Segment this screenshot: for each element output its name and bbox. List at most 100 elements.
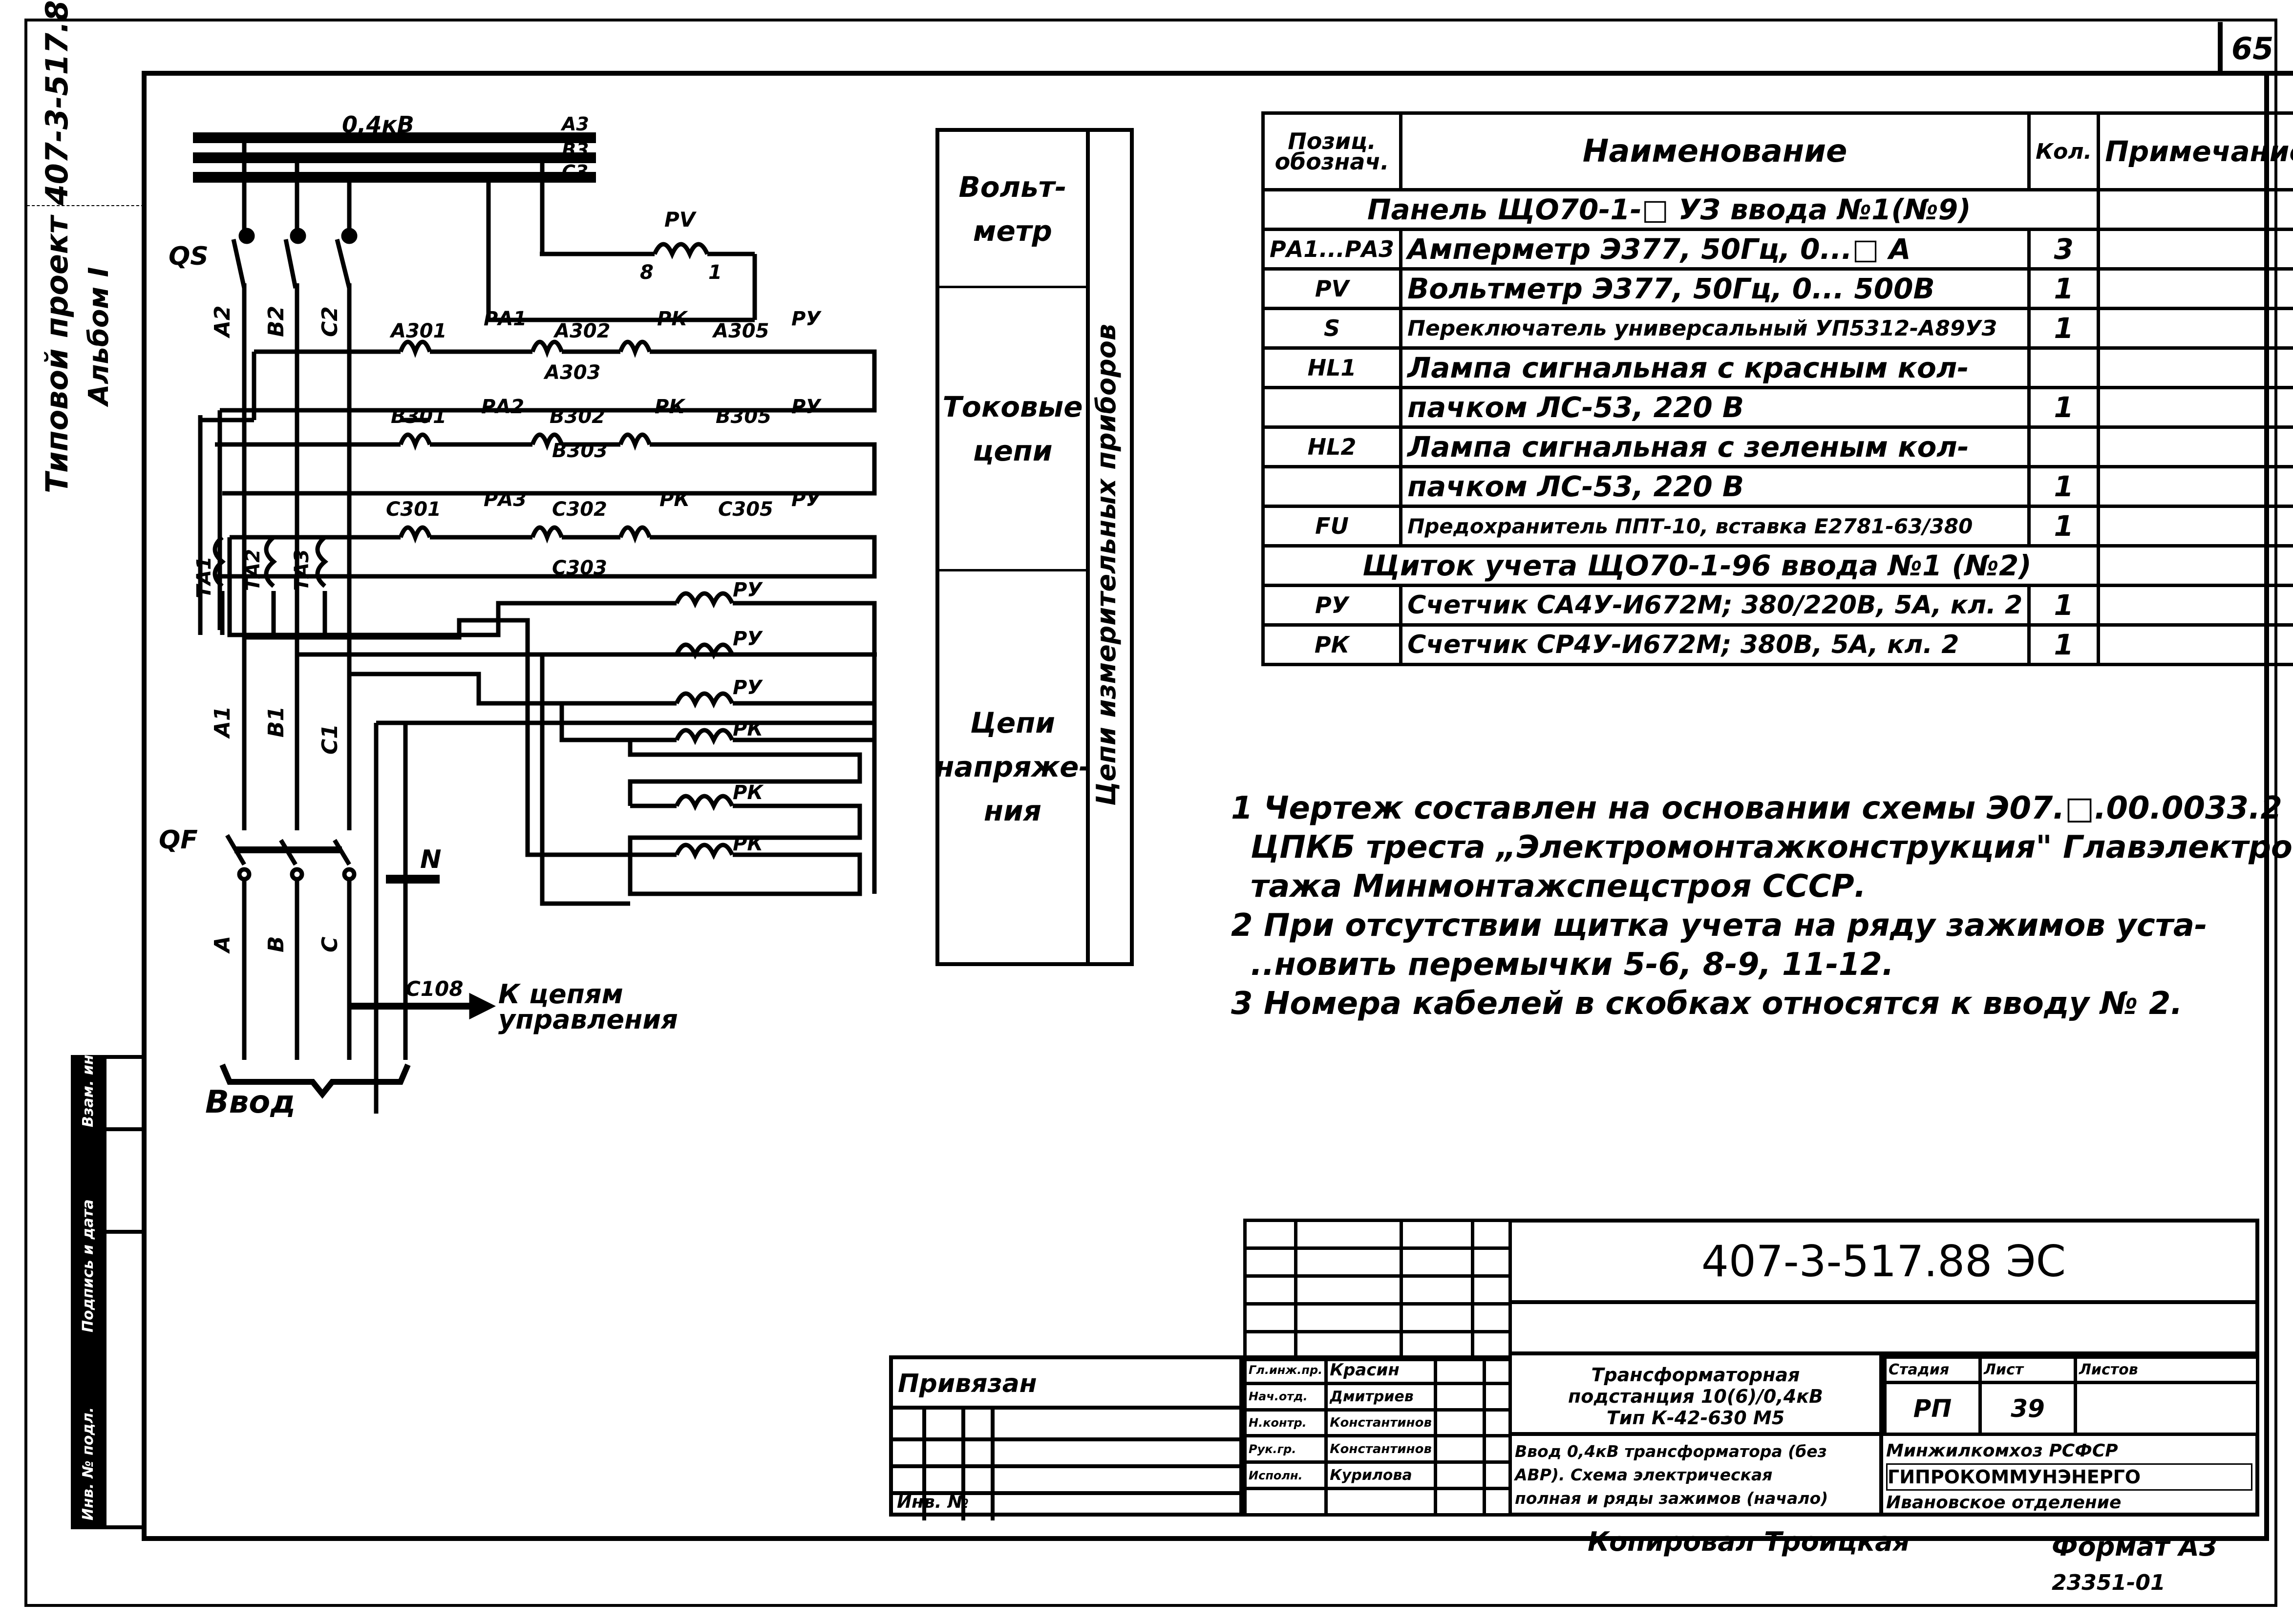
note-line: ЦПКБ треста „Электромонтажконструкция" Г… — [1251, 829, 2293, 865]
pv-pin-1: 8 — [640, 261, 654, 284]
wire-a302: А302 — [554, 320, 611, 342]
spec-row: РА1...РА3 Амперметр Э377, 50Гц, 0...□ А … — [1261, 228, 2293, 271]
note-line: тажа Минмонтажспецстроя СССР. — [1251, 868, 1866, 905]
sheets-header: Листов — [2074, 1355, 2259, 1384]
header-qty: Кол. — [2027, 111, 2101, 191]
wire-b305: В305 — [716, 405, 771, 428]
vcoil-py-3: РУ — [733, 676, 763, 699]
wire-a305: А305 — [713, 320, 769, 342]
stage-table: Стадия Лист Листов РП 39 — [1883, 1355, 2259, 1436]
archive-number: 23351-01 — [2052, 1570, 2166, 1595]
bus-label-b: В3 — [562, 139, 589, 161]
signature-row: Нач.отд.Дмитриев — [1243, 1381, 1512, 1412]
wire-c301: С301 — [386, 498, 441, 521]
spec-row: пачком ЛС-53, 220 В 1 — [1261, 465, 2293, 508]
device-pa3: РА3 — [484, 488, 527, 511]
inv-no-label: Инв. № — [897, 1492, 969, 1512]
wire-c303: С303 — [552, 557, 607, 579]
bus-label-a: А3 — [562, 113, 589, 135]
revision-grid — [1243, 1219, 1512, 1361]
device-py-b: РУ — [791, 396, 821, 418]
page-number: 65 — [2231, 31, 2274, 66]
signature-mark — [1433, 1460, 1486, 1491]
pv-pin-2: 1 — [708, 261, 722, 284]
doc-code-cell: 407-3-517.88 ЭС — [1512, 1219, 2259, 1304]
legend-current: Токовые цепи — [939, 288, 1086, 571]
qs-label: QS — [169, 242, 209, 271]
spec-row: РУ Счетчик СА4У-И672М; 380/220В, 5А, кл.… — [1261, 584, 2293, 627]
signature-row: Рук.гр.Константинов — [1243, 1434, 1512, 1464]
signature-table: Гл.инж.пр.Красин Нач.отд.Дмитриев Н.конт… — [1243, 1355, 1512, 1517]
device-pa1: РА1 — [484, 308, 527, 330]
device-py-c: РУ — [791, 488, 821, 511]
doc-code: 407-3-517.88 ЭС — [1701, 1236, 2066, 1287]
phase-label-a2: А2 — [210, 305, 235, 337]
vcoil-pk-1: РК — [733, 718, 764, 740]
neutral-label: N — [420, 845, 442, 874]
paper-format: Формат А3 — [2052, 1531, 2218, 1562]
wire-b302: В302 — [550, 405, 605, 428]
sheets-total — [2074, 1381, 2259, 1436]
vcoil-py-2: РУ — [733, 628, 763, 650]
spec-table: Позиц. обознач. Наименование Кол. Примеч… — [1261, 111, 2293, 666]
title-block: 407-3-517.88 ЭС Привязан Инв. № Гл.инж.п… — [889, 1219, 2259, 1521]
device-py-a: РУ — [791, 308, 821, 330]
phase-label-c: С — [318, 936, 342, 952]
signature-mark — [1433, 1381, 1486, 1412]
spec-row: пачком ЛС-53, 220 В 1 — [1261, 386, 2293, 429]
device-pk-a: РК — [657, 308, 688, 330]
bus-voltage-label: 0,4кВ — [342, 111, 414, 138]
note-line: ..новить перемычки 5-6, 8-9, 11-12. — [1251, 947, 1894, 983]
copied-by: Копировал Троицкая — [1588, 1526, 1910, 1557]
note-line: 1 Чертеж составлен на основании схемы Э0… — [1231, 790, 2282, 826]
sheet-title: Ввод 0,4кВ трансформатора (без АВР). Схе… — [1512, 1436, 1883, 1517]
spec-row: S Переключатель универсальный УП5312-А89… — [1261, 307, 2293, 350]
device-pk-c: РК — [659, 488, 690, 511]
wire-b303: В303 — [552, 440, 608, 462]
spec-header-row: Позиц. обознач. Наименование Кол. Примеч… — [1261, 111, 2293, 191]
signature-row: Н.контр.Константинов — [1243, 1408, 1512, 1438]
legend-side-label: Цепи измерительных приборов — [1091, 323, 1122, 806]
spec-row: HL2 Лампа сигнальная с зеленым кол- — [1261, 425, 2293, 468]
legend-voltage: Цепи напряже-ния — [934, 706, 1091, 827]
device-pa2: РА2 — [481, 396, 525, 418]
phase-label-b2: В2 — [264, 305, 289, 337]
input-label: Ввод — [205, 1084, 296, 1120]
signature-row: Гл.инж.пр.Красин — [1243, 1355, 1512, 1385]
header-note: Примечание — [2097, 111, 2293, 191]
signature-mark — [1433, 1408, 1486, 1438]
wire-b301: В301 — [391, 405, 446, 428]
phase-label-c1: С1 — [318, 724, 342, 755]
page-number-cell: 65 — [2218, 22, 2293, 76]
signature-mark — [1433, 1434, 1486, 1464]
side-table: Инв. № подл. Подпись и дата Взам. инв. № — [71, 1017, 146, 1529]
side-divider — [27, 205, 144, 206]
device-pk-b: РК — [655, 396, 685, 418]
privyazan-label: Привязан — [898, 1369, 1037, 1398]
ct-label-1: ТА1 — [193, 556, 215, 598]
vcoil-py-1: РУ — [733, 579, 763, 601]
stage-header: Стадия — [1883, 1355, 1982, 1384]
wire-a303: А303 — [545, 361, 601, 384]
control-label: К цепям управления — [498, 979, 678, 1035]
wire-c305: С305 — [718, 498, 773, 521]
sheet-header: Лист — [1978, 1355, 2077, 1384]
vcoil-pk-3: РК — [733, 833, 764, 855]
spec-row: HL1 Лампа сигнальная с красным кол- — [1261, 346, 2293, 389]
spec-row: PV Вольтметр Э377, 50Гц, 0... 500В 1 — [1261, 267, 2293, 310]
privyazan-block: Привязан Инв. № — [889, 1355, 1243, 1520]
phase-label-b1: В1 — [264, 706, 289, 738]
drawing-notes: 1 Чертеж составлен на основании схемы Э0… — [1231, 789, 2293, 1023]
phase-label-a1: А1 — [210, 706, 235, 738]
pv-label: PV — [664, 208, 696, 232]
sheet-number: 39 — [1978, 1381, 2077, 1436]
phase-label-a: А — [210, 935, 235, 952]
circuit-legend: Вольт-метр Токовые цепи Цепи напряже-ния… — [934, 128, 1134, 966]
spec-group-row: Панель ЩО70-1-□ УЗ ввода №1(№9) — [1261, 188, 2293, 231]
wire-a301: А301 — [391, 320, 447, 342]
legend-voltmeter: Вольт-метр — [939, 132, 1086, 288]
drawing-frame — [142, 71, 2269, 1541]
signature-mark — [1433, 1355, 1486, 1385]
ct-label-2: ТА2 — [242, 548, 264, 591]
